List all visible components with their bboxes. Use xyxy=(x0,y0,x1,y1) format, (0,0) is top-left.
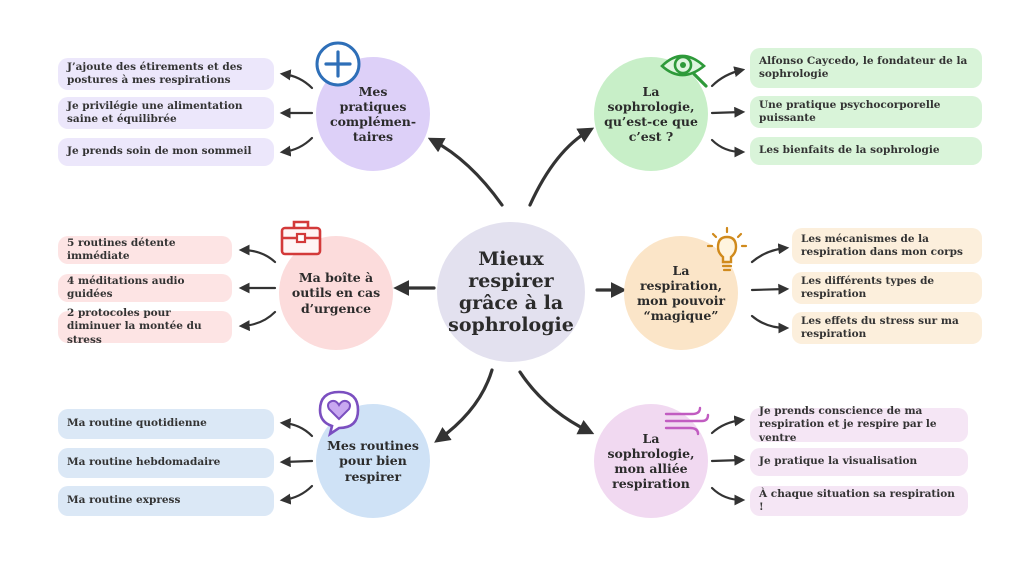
branch-sophrologie: La sophrologie, qu’est-ce que c’est ? xyxy=(594,57,708,171)
boite-item-protocoles: 2 protocoles pour diminuer la montée du … xyxy=(58,307,232,346)
boite-item-meditations: 4 méditations audio guidées xyxy=(58,274,232,302)
pratiques-item-sommeil: Je prends soin de mon sommeil xyxy=(58,138,274,166)
alliee-item-situation: À chaque situation sa respiration ! xyxy=(750,486,968,516)
branch-respiration-title: La respiration, mon pouvoir “magique” xyxy=(636,262,726,324)
respiration-item-stress: Les effets du stress sur ma respiration xyxy=(792,312,982,344)
arrow-to-sophrologie xyxy=(528,127,595,207)
arrow-to-routines xyxy=(434,368,494,443)
branch-sophrologie-title: La sophrologie, qu’est-ce que c’est ? xyxy=(604,83,698,145)
branch-pratiques-title: Mes pratiques complémen-taires xyxy=(329,83,417,145)
pratiques-item-etirements: J’ajoute des étirements et des postures … xyxy=(58,58,274,90)
sophrologie-item-pratique: Une pratique psychocorporelle puissante xyxy=(750,96,982,128)
branch-boite-title: Ma boîte à outils en cas d’urgence xyxy=(291,270,381,316)
sophrologie-item-caycedo: Alfonso Caycedo, le fondateur de la soph… xyxy=(750,48,982,88)
arrow-to-pratiques xyxy=(427,137,504,207)
branch-respiration: La respiration, mon pouvoir “magique” xyxy=(624,236,738,350)
boite-item-routines: 5 routines détente immédiate xyxy=(58,236,232,264)
branch-alliee-title: La sophrologie, mon alliée respiration xyxy=(607,430,695,492)
alliee-item-conscience: Je prends conscience de ma respiration e… xyxy=(750,405,968,444)
lightbulb-icon xyxy=(706,226,748,272)
central-topic: Mieux respirer grâce à la sophrologie xyxy=(437,222,585,362)
plus-circle-icon xyxy=(315,41,361,87)
pratiques-item-alimentation: Je privilégie une alimentation saine et … xyxy=(58,97,274,129)
routines-item-express: Ma routine express xyxy=(58,486,274,516)
arrow-to-alliee xyxy=(518,370,595,435)
wind-icon xyxy=(664,406,710,436)
branch-routines-title: Mes routines pour bien respirer xyxy=(327,438,419,484)
eye-magnifier-icon xyxy=(660,54,708,88)
sophrologie-item-bienfaits: Les bienfaits de la sophrologie xyxy=(750,137,982,165)
respiration-item-mecanismes: Les mécanismes de la respiration dans mo… xyxy=(792,228,982,264)
routines-item-hebdomadaire: Ma routine hebdomadaire xyxy=(58,448,274,478)
branch-alliee: La sophrologie, mon alliée respiration xyxy=(594,404,708,518)
alliee-item-visualisation: Je pratique la visualisation xyxy=(750,448,968,476)
respiration-item-types: Les différents types de respiration xyxy=(792,272,982,304)
toolbox-icon xyxy=(280,220,322,256)
routines-item-quotidienne: Ma routine quotidienne xyxy=(58,409,274,439)
central-title: Mieux respirer grâce à la sophrologie xyxy=(448,247,574,337)
heart-bubble-icon xyxy=(318,390,360,437)
